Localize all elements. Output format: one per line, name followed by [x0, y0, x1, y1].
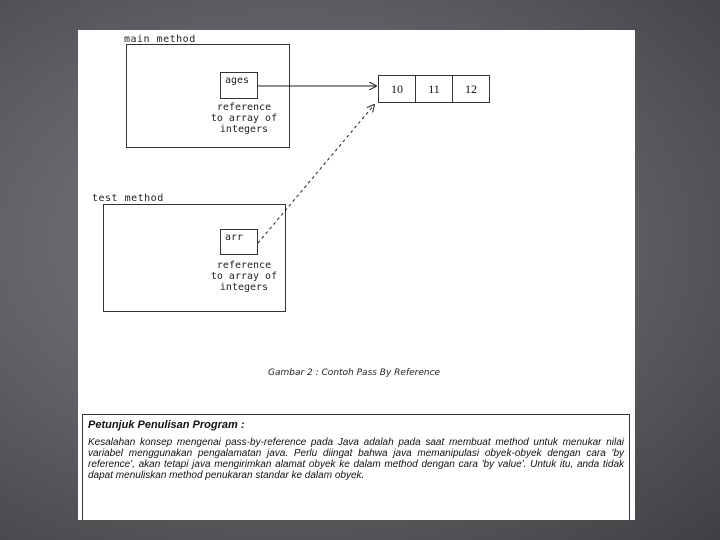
main-reference-note: reference to array of integers [202, 102, 286, 135]
ages-variable-box: ages [220, 72, 258, 99]
test-ref-line-3: integers [219, 282, 269, 293]
program-instructions-box: Petunjuk Penulisan Program : Kesalahan k… [82, 414, 630, 520]
main-method-frame [126, 44, 290, 148]
arr-variable-box: arr [220, 229, 258, 255]
reference-arrows [257, 30, 635, 244]
main-method-label: main method [124, 34, 196, 45]
test-ref-line-2: to array of [210, 271, 278, 282]
instructions-body: Kesalahan konsep mengenai pass-by-refere… [88, 437, 624, 481]
main-ref-line-1: reference [216, 102, 272, 113]
main-ref-line-2: to array of [210, 113, 278, 124]
array-cell-2: 12 [452, 75, 490, 103]
test-reference-note: reference to array of integers [202, 260, 286, 293]
main-ref-line-3: integers [219, 124, 269, 135]
arr-reference-arrow [257, 105, 374, 244]
instructions-title: Petunjuk Penulisan Program : [88, 419, 245, 431]
test-ref-line-1: reference [216, 260, 272, 271]
test-method-label: test method [92, 193, 164, 204]
figure-caption: Gambar 2 : Contoh Pass By Reference [268, 368, 441, 378]
diagram-page: main method ages reference to array of i… [78, 30, 635, 520]
test-method-frame [103, 204, 286, 312]
